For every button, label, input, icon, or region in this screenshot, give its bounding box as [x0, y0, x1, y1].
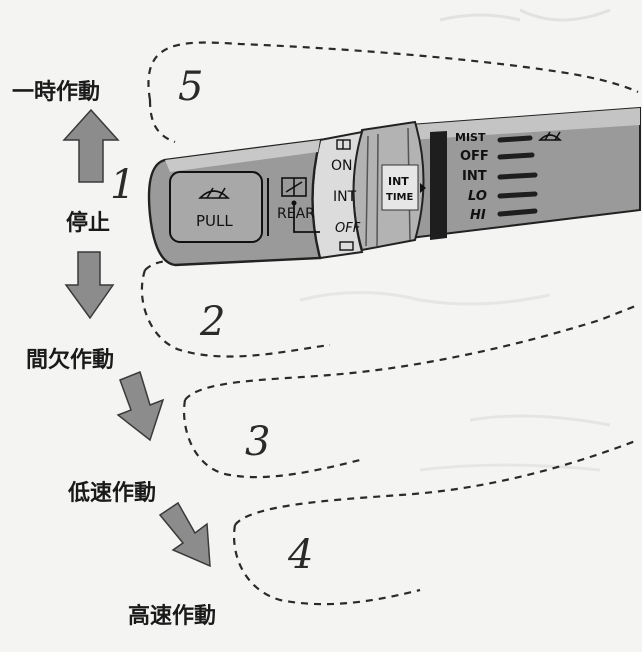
- rear-mode-off: OFF: [335, 221, 361, 236]
- mode-label-mist: MIST: [455, 131, 486, 144]
- label-low-speed-operation: 低速作動: [68, 481, 157, 506]
- arrow-up-icon: [62, 108, 120, 183]
- mode-label-lo: LO: [468, 189, 487, 204]
- wiper-lever[interactable]: MIST OFF INT LO HI INT TIME ON INT OFF: [147, 106, 641, 267]
- pull-label: PULL: [196, 212, 233, 230]
- position-number-1: 1: [110, 162, 135, 208]
- rear-wiper-off-icon: [339, 241, 354, 251]
- rear-mode-int: INT: [333, 189, 357, 205]
- rear-washer-icon: [336, 139, 351, 150]
- int-time-dial[interactable]: [381, 164, 419, 211]
- position-number-4: 4: [287, 532, 313, 578]
- position-4-outline: [233, 438, 639, 606]
- label-temporary-operation: 一時作動: [12, 80, 101, 105]
- position-number-3: 3: [245, 419, 270, 465]
- position-3-outline: [183, 303, 639, 479]
- rear-mode-on: ON: [331, 158, 353, 174]
- int-time-label-1: INT: [388, 175, 409, 188]
- label-stop: 停止: [66, 211, 111, 236]
- mode-label-off: OFF: [460, 149, 489, 164]
- label-high-speed-operation: 高速作動: [128, 604, 217, 629]
- washer-icon: [198, 187, 230, 199]
- arrow-down-icon: [116, 370, 165, 442]
- position-5-outline: [147, 41, 639, 144]
- arrow-down-icon: [158, 501, 211, 568]
- mist-wiper-icon: [538, 131, 562, 141]
- position-number-5: 5: [178, 64, 203, 110]
- mode-label-hi: HI: [470, 208, 486, 223]
- pull-button[interactable]: [169, 171, 263, 243]
- rear-wiper-icon: [281, 177, 307, 197]
- mode-label-int: INT: [462, 169, 487, 184]
- position-number-2: 2: [199, 299, 225, 345]
- int-time-label-2: TIME: [386, 192, 413, 203]
- background-scribbles: [299, 8, 611, 472]
- rear-label: REAR: [277, 206, 315, 222]
- label-intermittent-operation: 間欠作動: [26, 348, 115, 373]
- arrow-down-icon: [64, 251, 115, 320]
